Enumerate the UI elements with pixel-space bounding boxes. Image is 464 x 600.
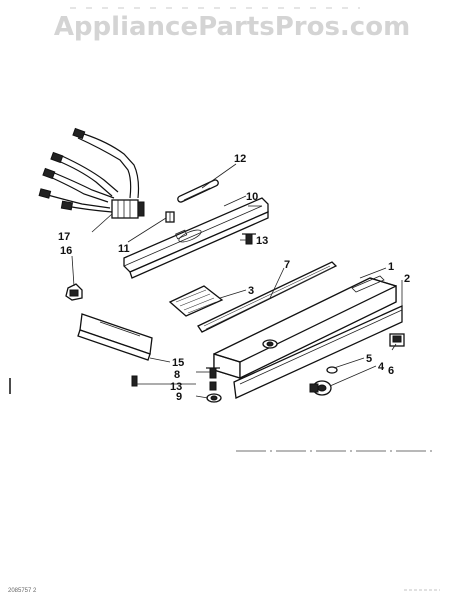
callout-13-lower: 13 [170,381,182,393]
callout-16: 16 [60,245,72,257]
insulation-pad [168,285,224,317]
callout-2: 2 [404,273,410,285]
mounting-rail [123,197,269,279]
callout-8: 8 [174,369,180,381]
callout-5: 5 [366,353,372,365]
callout-1: 1 [388,261,394,273]
callout-3: 3 [248,285,254,297]
watermark: AppliancePartsPros.com [53,12,411,42]
washer-part [326,366,338,374]
switch-part [389,333,405,347]
callout-7: 7 [284,259,290,271]
lower-fasteners [131,367,222,403]
callout-9: 9 [176,391,182,403]
grommet-part [65,283,83,301]
trim-strip [197,261,338,333]
callout-15: 15 [172,357,184,369]
knob-part [309,380,332,396]
front-panel-plate [233,304,403,399]
side-bracket [77,313,153,361]
footer-code: 2085757 2 [8,588,37,594]
leader-lines [71,163,403,399]
callout-6: 6 [388,365,394,377]
screw-13-upper [242,233,256,245]
callout-11: 11 [118,243,130,255]
callout-10: 10 [246,191,258,203]
wire-harness [38,127,145,219]
temp-sensor [177,179,219,203]
callout-12: 12 [234,153,246,165]
screw-11 [165,211,175,223]
callout-17: 17 [58,231,70,243]
callout-13-upper: 13 [256,235,268,247]
callout-4: 4 [378,361,385,373]
